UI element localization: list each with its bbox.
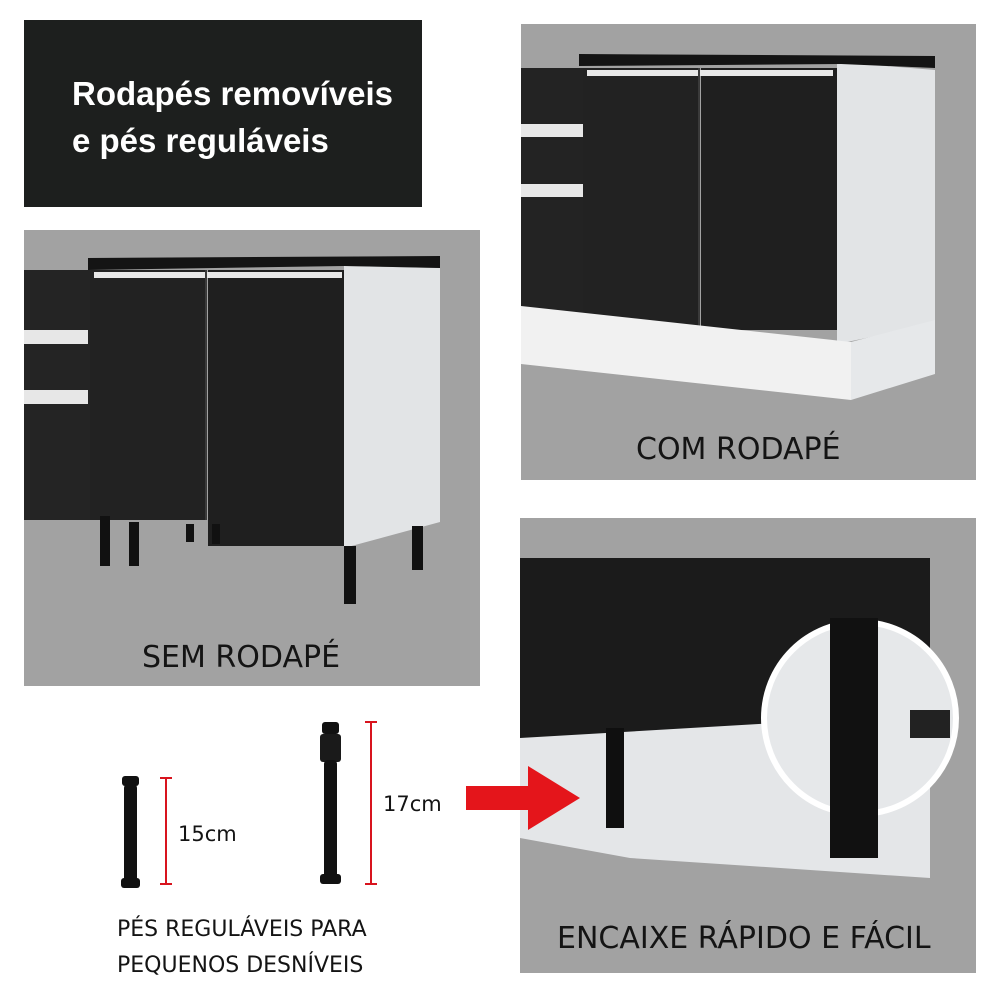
tall-foot-height-label: 17cm (383, 792, 442, 816)
without-plinth-panel (24, 230, 480, 686)
with-plinth-caption: COM RODAPÉ (636, 432, 841, 467)
short-foot-height-label: 15cm (178, 822, 237, 846)
quick-fit-caption: ENCAIXE RÁPIDO E FÁCIL (557, 921, 931, 956)
quick-fit-panel (520, 518, 976, 973)
tall-foot-measure-line (365, 721, 377, 885)
foot-clip-illustration (520, 558, 959, 878)
cabinet-with-plinth-illustration (521, 54, 935, 400)
title-banner: Rodapés removíveis e pés reguláveis (24, 20, 422, 207)
feet-caption-line-2: PEQUENOS DESNÍVEIS (117, 953, 364, 978)
tall-foot (320, 722, 341, 884)
banner-title-line-1: Rodapés removíveis (72, 75, 393, 112)
feet-caption: PÉS REGULÁVEIS PARA PEQUENOS DESNÍVEIS (117, 912, 367, 984)
short-foot-measure-line (160, 777, 172, 885)
banner-title: Rodapés removíveis e pés reguláveis (72, 70, 412, 164)
banner-title-line-2: e pés reguláveis (72, 122, 329, 159)
feet-caption-line-1: PÉS REGULÁVEIS PARA (117, 917, 367, 942)
cabinet-without-plinth-illustration (24, 256, 440, 604)
with-plinth-panel (521, 24, 976, 480)
short-foot (121, 776, 140, 888)
without-plinth-caption: SEM RODAPÉ (142, 640, 341, 675)
